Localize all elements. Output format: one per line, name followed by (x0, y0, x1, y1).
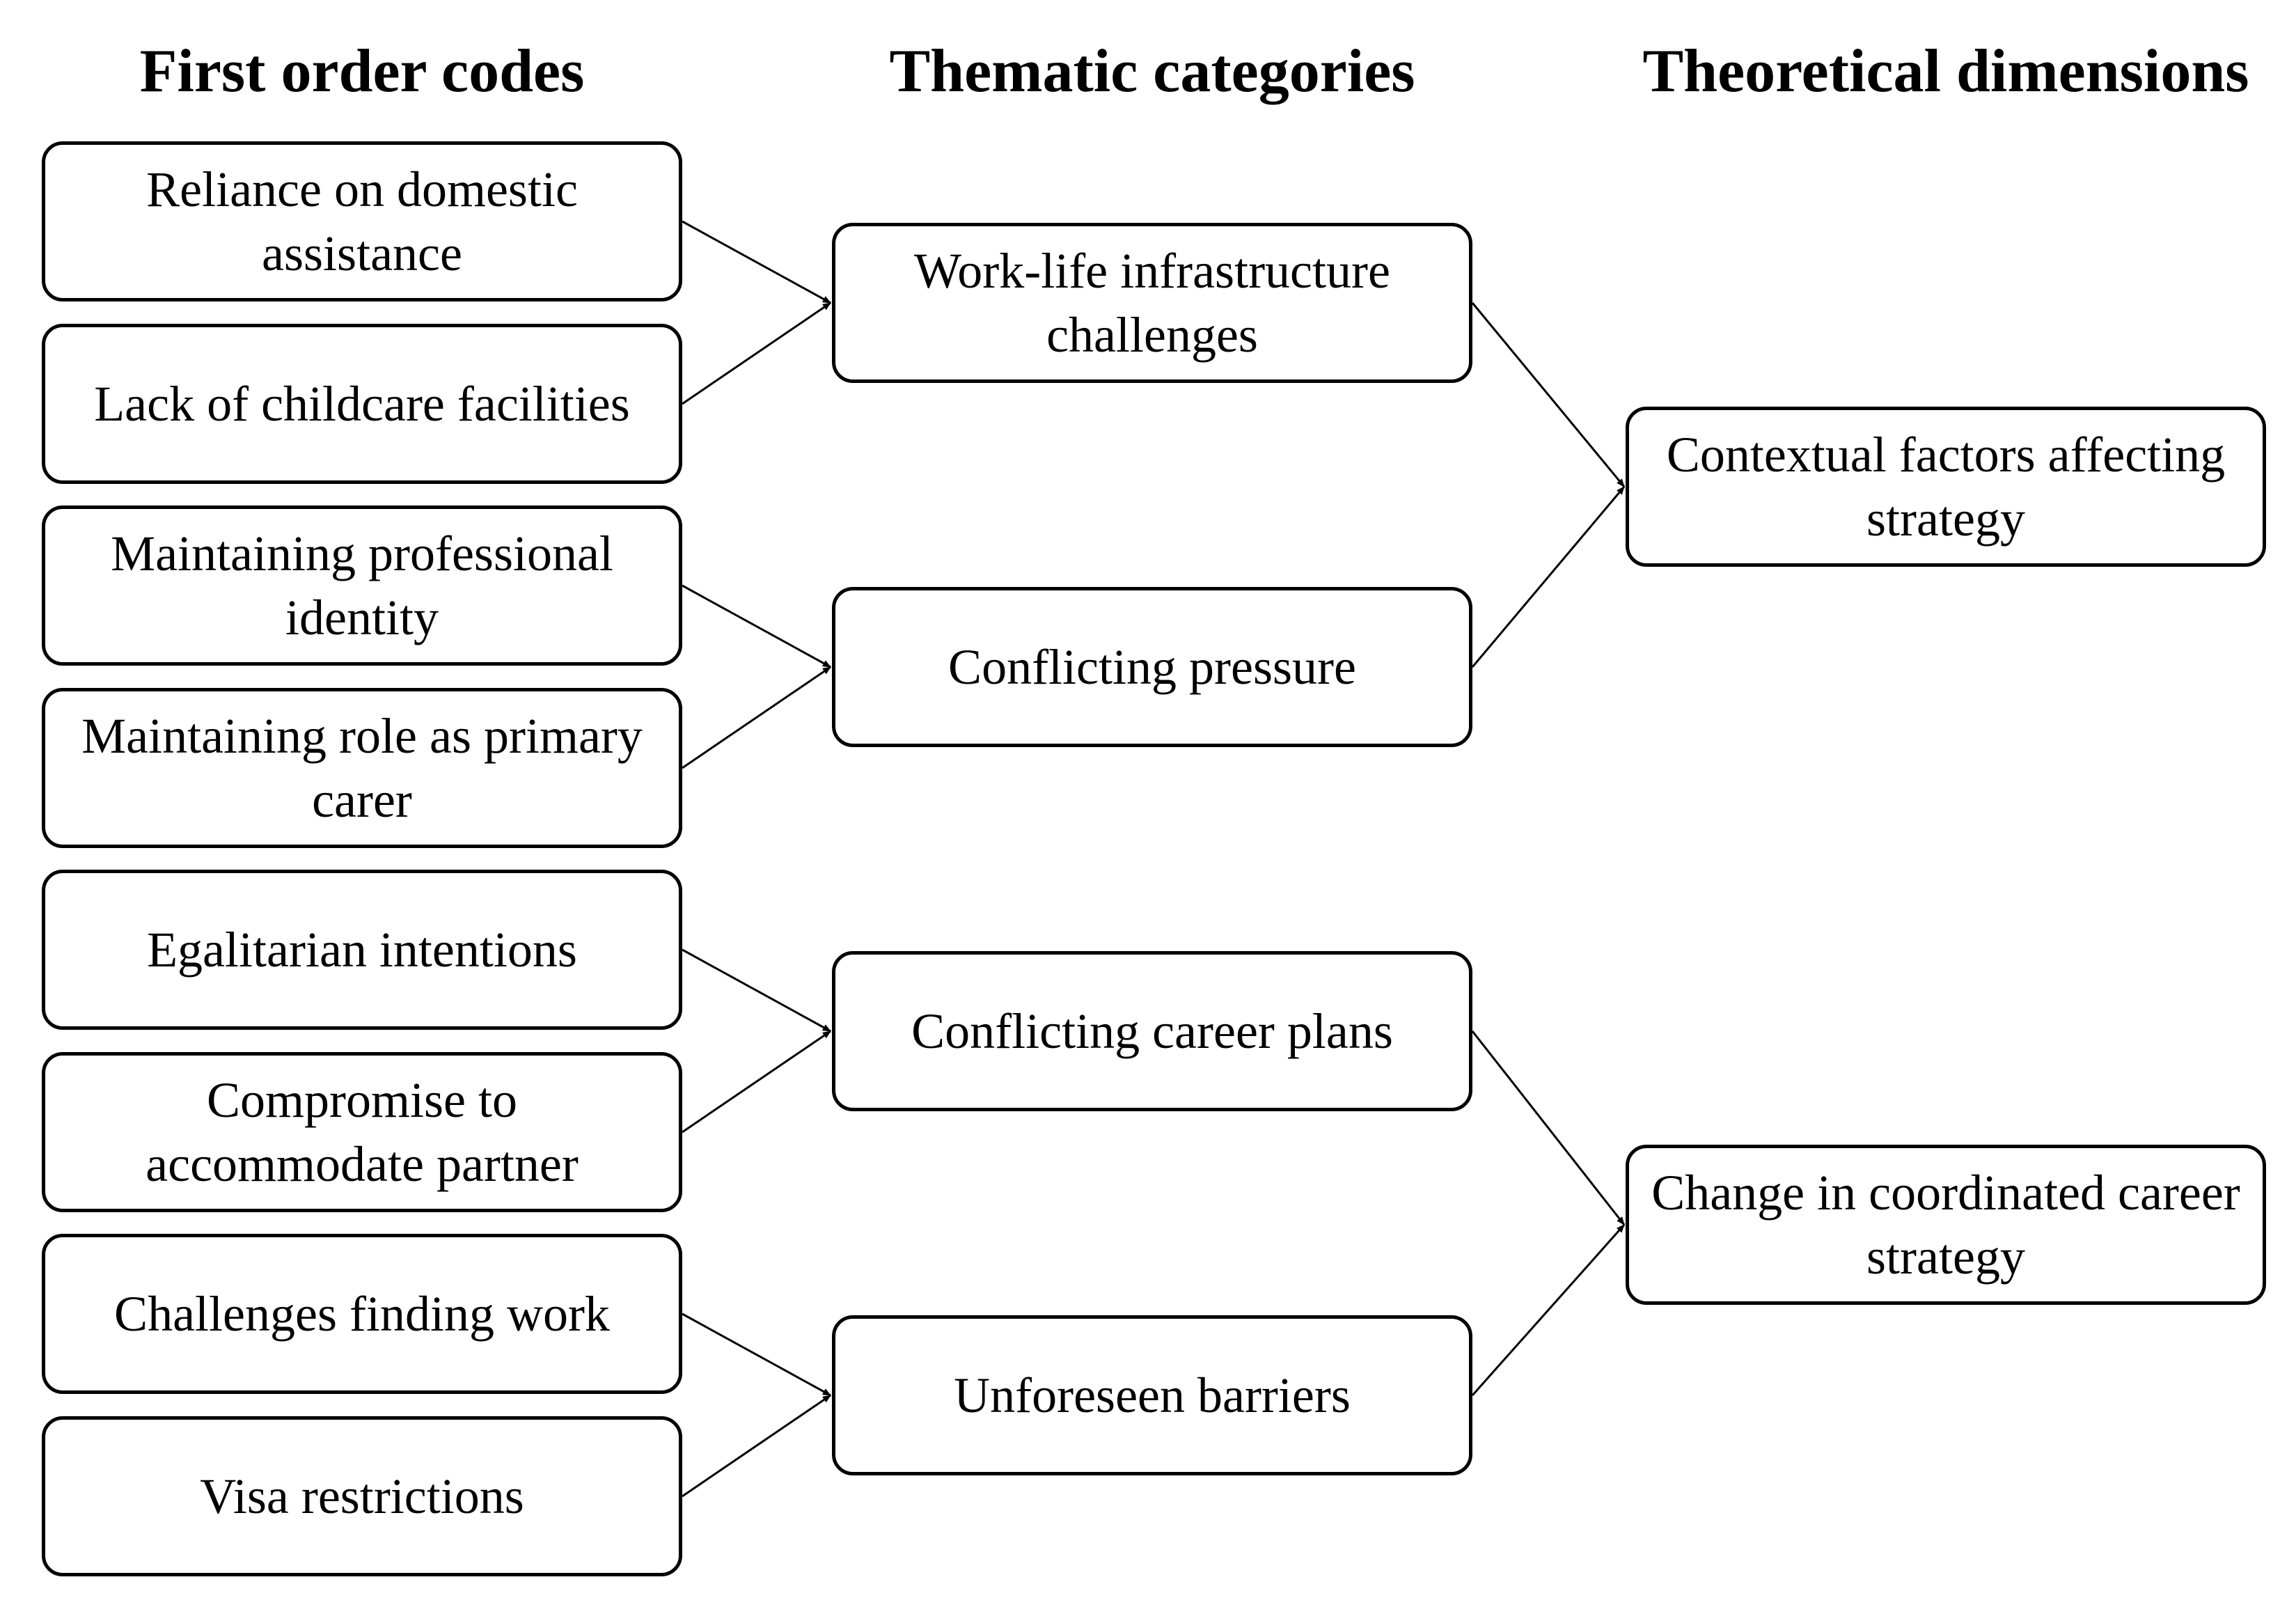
first-order-code-box: Lack of childcare facilities (42, 324, 682, 484)
first-order-code-label: Compromise to accommodate partner (146, 1072, 579, 1192)
connector-arrow (682, 301, 831, 405)
connector-arrow (1471, 486, 1626, 668)
first-order-code-box: Visa restrictions (42, 1416, 682, 1576)
first-order-code-box: Challenges finding work (42, 1234, 682, 1394)
thematic-category-box: Unforeseen barriers (832, 1315, 1472, 1475)
connector-arrow (682, 948, 831, 1033)
first-order-code-label: Maintaining professional identity (111, 526, 613, 645)
first-order-code-label: Lack of childcare facilities (94, 376, 630, 432)
first-order-code-label: Maintaining role as primary carer (81, 708, 643, 828)
connector-arrow (682, 220, 831, 304)
first-order-code-box: Compromise to accommodate partner (42, 1052, 682, 1212)
first-order-code-label: Visa restrictions (200, 1468, 524, 1524)
theoretical-dimension-label: Contextual factors affecting strategy (1666, 427, 2226, 547)
first-order-code-label: Egalitarian intentions (147, 922, 577, 978)
heading-thematic-categories: Thematic categories (889, 37, 1415, 105)
thematic-category-box: Conflicting career plans (832, 951, 1472, 1111)
thematic-category-label: Conflicting pressure (948, 639, 1356, 695)
connector-arrow (682, 1312, 831, 1397)
connector-arrow (682, 1030, 831, 1134)
first-order-code-box: Egalitarian intentions (42, 870, 682, 1030)
thematic-category-box: Conflicting pressure (832, 587, 1472, 747)
connector-arrow (1471, 1030, 1626, 1225)
first-order-code-label: Reliance on domestic assistance (146, 162, 578, 281)
connector-arrow (682, 666, 831, 769)
theoretical-dimension-box: Contextual factors affecting strategy (1626, 407, 2266, 567)
first-order-code-box: Maintaining professional identity (42, 505, 682, 666)
thematic-category-label: Conflicting career plans (911, 1003, 1393, 1059)
thematic-category-box: Work-life infrastructure challenges (832, 223, 1472, 383)
theoretical-dimension-label: Change in coordinated career strategy (1651, 1165, 2240, 1285)
connector-arrow (1471, 1224, 1626, 1396)
connector-arrow (682, 1394, 831, 1498)
first-order-code-label: Challenges finding work (114, 1286, 610, 1342)
thematic-category-label: Work-life infrastructure challenges (914, 243, 1390, 363)
connector-arrow (682, 584, 831, 668)
theoretical-dimension-box: Change in coordinated career strategy (1626, 1145, 2266, 1305)
connector-arrow (1471, 302, 1626, 487)
heading-first-order-codes: First order codes (139, 37, 585, 105)
first-order-code-box: Maintaining role as primary carer (42, 688, 682, 848)
thematic-category-label: Unforeseen barriers (954, 1367, 1351, 1423)
heading-theoretical-dimensions: Theoretical dimensions (1642, 37, 2249, 105)
first-order-code-box: Reliance on domestic assistance (42, 141, 682, 301)
